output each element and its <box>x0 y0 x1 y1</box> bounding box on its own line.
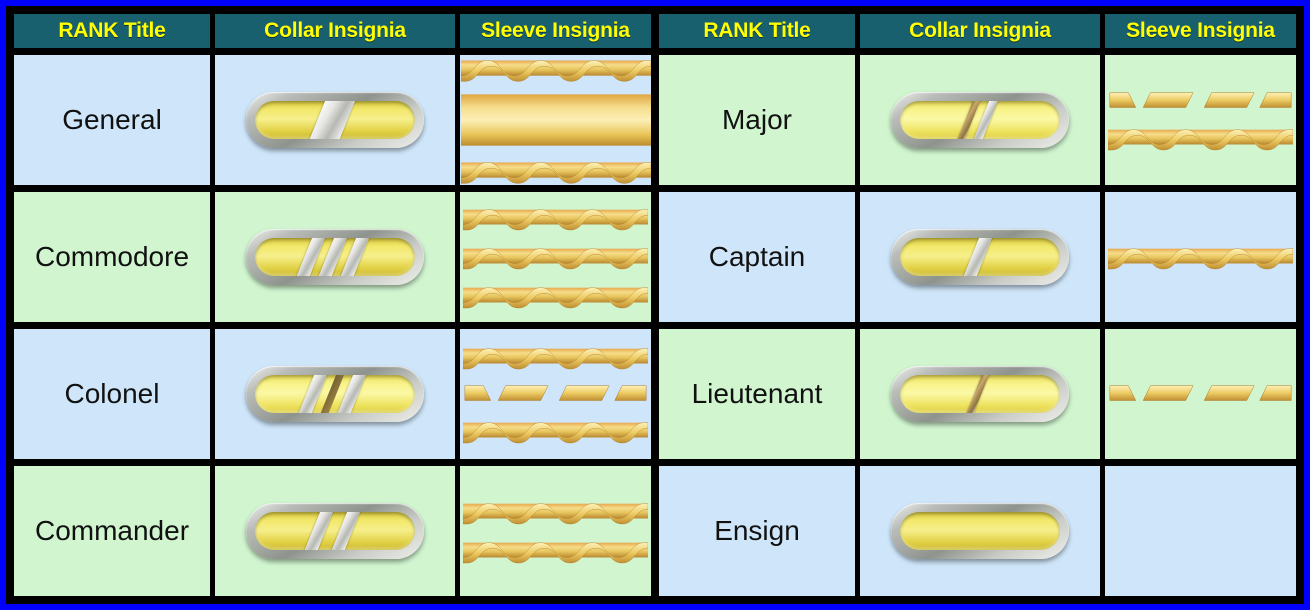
wavy-braid-icon <box>463 248 648 270</box>
rank-cell-commander: Commander <box>14 466 210 596</box>
rank-label: Lieutenant <box>691 378 823 409</box>
sleeve-cell-lieutenant <box>1105 329 1296 459</box>
rank-label: Colonel <box>64 378 160 409</box>
sleeve-cell-major <box>1105 55 1296 185</box>
wavy-braid-icon <box>1108 128 1293 150</box>
collar-stripe <box>964 375 996 413</box>
header-rank-title-left: RANK Title <box>14 14 210 48</box>
wavy-braid-icon <box>463 287 648 309</box>
collar-pin-ensign <box>891 503 1069 559</box>
sleeve-cell-captain <box>1105 192 1296 322</box>
sleeve-cell-commodore <box>460 192 651 322</box>
header-sleeve-insignia-right: Sleeve Insignia <box>1105 14 1296 48</box>
chart-board: RANK Title Collar Insignia Sleeve Insign… <box>6 6 1304 604</box>
table-row: Commodore <box>14 192 651 322</box>
right-table: RANK Title Collar Insignia Sleeve Insign… <box>655 6 1304 604</box>
collar-cell-general <box>215 55 455 185</box>
table-row: Colonel <box>14 329 651 459</box>
right-header-row: RANK Title Collar Insignia Sleeve Insign… <box>659 14 1296 48</box>
sleeve-braid-colonel <box>463 342 648 446</box>
collar-cell-lieutenant <box>860 329 1100 459</box>
rank-label: General <box>62 104 162 135</box>
header-sleeve-insignia-left: Sleeve Insignia <box>460 14 651 48</box>
wavy-braid-icon <box>463 502 648 524</box>
rank-cell-commodore: Commodore <box>14 192 210 322</box>
collar-pin-commodore <box>246 229 424 285</box>
header-collar-insignia-left: Collar Insignia <box>215 14 455 48</box>
sleeve-cell-commander <box>460 466 651 596</box>
collar-pin-colonel <box>246 366 424 422</box>
sleeve-braid-major <box>1108 88 1293 153</box>
table-row: Commander <box>14 466 651 596</box>
sleeve-braid-general <box>460 55 651 185</box>
wavy-braid-icon <box>460 162 651 184</box>
wavy-braid-icon <box>463 209 648 231</box>
rank-cell-ensign: Ensign <box>659 466 855 596</box>
sleeve-braid-commander <box>463 497 648 566</box>
collar-cell-commodore <box>215 192 455 322</box>
wavy-braid-icon <box>460 60 651 82</box>
wavy-braid-icon <box>463 348 648 370</box>
rank-label: Commodore <box>34 241 190 272</box>
collar-pin-lieutenant <box>891 366 1069 422</box>
table-row: Major <box>659 55 1296 185</box>
collar-stripe <box>308 101 362 139</box>
sleeve-braid-captain <box>1108 242 1293 272</box>
rank-label: Captain <box>708 241 806 272</box>
left-table: RANK Title Collar Insignia Sleeve Insign… <box>6 6 655 604</box>
collar-cell-major <box>860 55 1100 185</box>
table-row: Captain <box>659 192 1296 322</box>
broad-band-icon <box>460 94 651 146</box>
collar-cell-captain <box>860 192 1100 322</box>
wavy-braid-icon <box>1108 248 1293 270</box>
rank-cell-colonel: Colonel <box>14 329 210 459</box>
broken-braid-icon <box>1109 385 1292 401</box>
rank-label: Ensign <box>714 515 800 546</box>
collar-cell-colonel <box>215 329 455 459</box>
collar-pin-major <box>891 92 1069 148</box>
table-row: Lieutenant <box>659 329 1296 459</box>
rank-cell-lieutenant: Lieutenant <box>659 329 855 459</box>
wavy-braid-icon <box>463 422 648 444</box>
rank-cell-captain: Captain <box>659 192 855 322</box>
sleeve-cell-general <box>460 55 651 185</box>
table-row: General <box>14 55 651 185</box>
collar-stripe <box>961 238 999 276</box>
rank-label: Major <box>721 104 792 135</box>
collar-cell-commander <box>215 466 455 596</box>
collar-pin-commander <box>246 503 424 559</box>
broken-braid-icon <box>1109 91 1292 108</box>
sleeve-cell-colonel <box>460 329 651 459</box>
rank-cell-major: Major <box>659 55 855 185</box>
collar-pin-captain <box>891 229 1069 285</box>
sleeve-braid-lieutenant <box>1108 381 1293 407</box>
broken-braid-icon <box>464 385 647 401</box>
rank-label: Commander <box>34 515 190 546</box>
collar-pin-general <box>246 92 424 148</box>
sleeve-braid-commodore <box>463 203 648 311</box>
left-header-row: RANK Title Collar Insignia Sleeve Insign… <box>14 14 651 48</box>
header-rank-title-right: RANK Title <box>659 14 855 48</box>
wavy-braid-icon <box>463 541 648 563</box>
sleeve-cell-ensign <box>1105 466 1296 596</box>
table-row: Ensign <box>659 466 1296 596</box>
rank-cell-general: General <box>14 55 210 185</box>
header-collar-insignia-right: Collar Insignia <box>860 14 1100 48</box>
collar-cell-ensign <box>860 466 1100 596</box>
